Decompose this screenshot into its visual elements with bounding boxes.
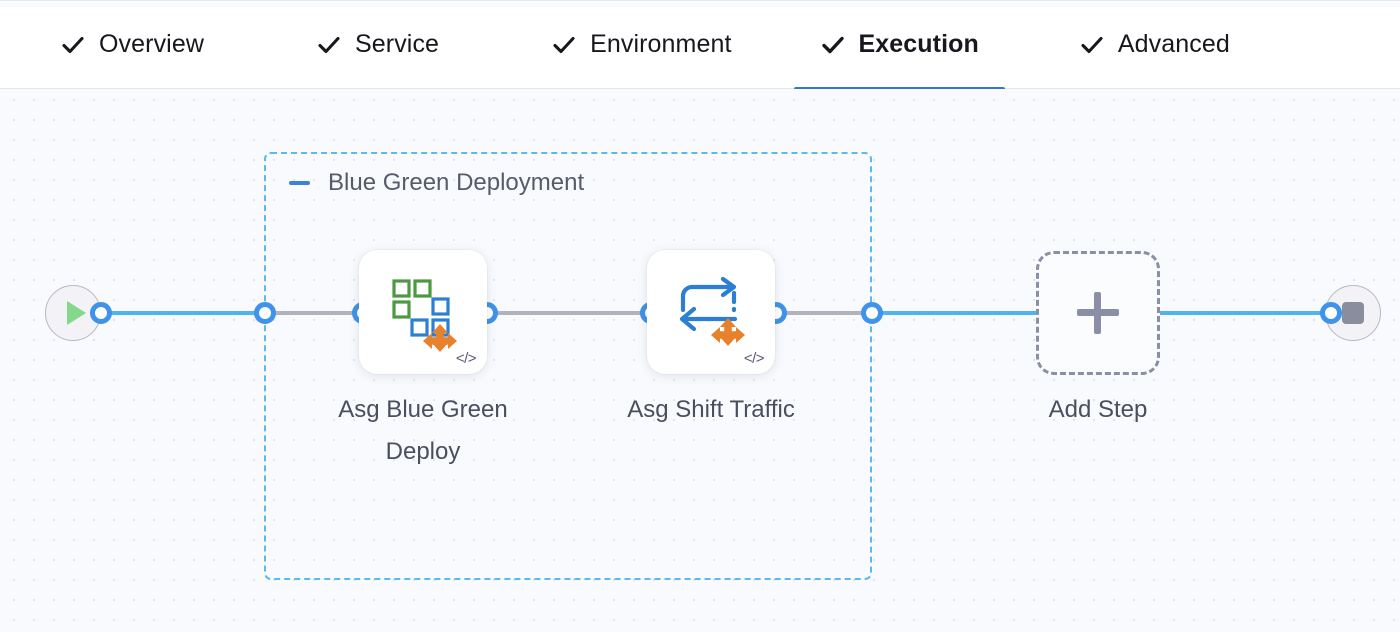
connector-addstep-to-end: [1158, 311, 1332, 315]
connector-point-start[interactable]: [90, 302, 112, 324]
asg-shift-traffic-icon: [665, 266, 757, 358]
play-icon: [66, 301, 86, 325]
code-badge-icon: </>: [455, 350, 477, 367]
tab-advanced-label: Advanced: [1117, 30, 1230, 58]
step-group-blue-green-deployment[interactable]: [264, 152, 872, 580]
connector-point-group-end[interactable]: [861, 302, 883, 324]
tab-service[interactable]: Service: [294, 0, 461, 89]
connector-start-to-group: [101, 311, 271, 315]
connector-point-end[interactable]: [1320, 302, 1342, 324]
check-icon: [316, 32, 342, 58]
tab-execution-label: Execution: [858, 30, 979, 58]
add-step-label: Add Step: [1048, 396, 1148, 423]
connector-step2-to-group-end: [772, 311, 870, 315]
minus-icon[interactable]: [286, 170, 312, 196]
add-step-button[interactable]: [1036, 251, 1160, 375]
tab-environment-label: Environment: [590, 30, 732, 58]
check-icon: [551, 32, 577, 58]
connector-point-group-start[interactable]: [254, 302, 276, 324]
check-icon: [1079, 32, 1105, 58]
step-group-header: Blue Green Deployment: [286, 169, 584, 197]
code-badge-icon: </>: [743, 350, 765, 367]
setup-wizard-tabbar: Overview Service Environment Execution A: [0, 0, 1400, 92]
connector-step1-to-step2: [484, 311, 654, 315]
tab-service-label: Service: [355, 30, 440, 58]
tab-overview[interactable]: Overview: [38, 0, 226, 89]
check-icon: [820, 32, 846, 58]
step-card-asg-blue-green-deploy[interactable]: </>: [359, 250, 487, 374]
tab-execution[interactable]: Execution: [793, 0, 1006, 92]
asg-blue-green-deploy-icon: [377, 266, 469, 358]
stop-icon: [1342, 302, 1364, 324]
step-card-asg-shift-traffic[interactable]: </>: [647, 250, 775, 374]
execution-canvas[interactable]: Blue Green Deployment: [0, 89, 1400, 632]
step-group-title: Blue Green Deployment: [328, 169, 585, 196]
connector-group-to-step1: [272, 311, 364, 315]
tab-environment[interactable]: Environment: [529, 0, 753, 89]
step-label-asg-shift-traffic: Asg Shift Traffic: [627, 396, 795, 423]
plus-icon: [1077, 292, 1119, 334]
pipeline-start-node[interactable]: [45, 285, 101, 341]
tab-advanced[interactable]: Advanced: [1057, 0, 1252, 89]
step-label-asg-blue-green-deploy: Asg Blue Green Deploy: [338, 396, 508, 465]
check-icon: [60, 32, 86, 58]
tab-overview-label: Overview: [99, 30, 204, 58]
connector-group-to-addstep: [872, 311, 1038, 315]
